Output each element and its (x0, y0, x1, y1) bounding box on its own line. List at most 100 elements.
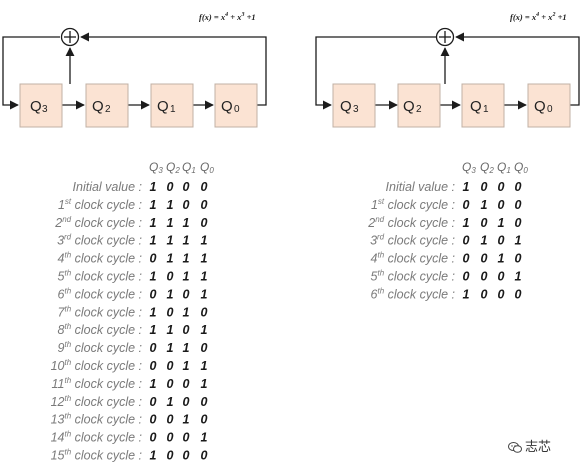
table-bit-cell: 0 (481, 252, 488, 266)
svg-text:Q: Q (534, 98, 546, 115)
table-bit-cell: 1 (150, 216, 157, 230)
table-bit-cell: 0 (150, 359, 157, 373)
table-row-label: 6th clock cycle : (371, 286, 455, 301)
table-row-label: 5th clock cycle : (371, 269, 455, 284)
table-bit-cell: 0 (167, 270, 174, 284)
table-bit-cell: 1 (201, 323, 208, 337)
left-register-q2: Q 2 (85, 83, 129, 128)
table-row-label: 3rd clock cycle : (370, 233, 455, 248)
table-bit-cell: 0 (150, 431, 157, 445)
table-row-label: Initial value : (386, 180, 455, 194)
table-row-label: 6th clock cycle : (58, 286, 142, 301)
table-bit-cell: 1 (150, 270, 157, 284)
table-bit-cell: 0 (183, 323, 190, 337)
left-tap-q0 (80, 32, 267, 106)
table-bit-cell: 1 (201, 234, 208, 248)
table-bit-cell: 0 (498, 180, 505, 194)
watermark: 志芯 (508, 436, 551, 455)
left-lfsr-diagram: f(x) = x4 + x3 +1 Q 3 Q 2 Q 1 (2, 12, 267, 128)
table-bit-cell: 1 (463, 287, 470, 301)
table-bit-cell: 1 (201, 431, 208, 445)
right-polynomial: f(x) = x4 + x2 +1 (510, 12, 567, 22)
table-bit-cell: 0 (515, 252, 522, 266)
table-bit-cell: 1 (481, 198, 488, 212)
table-row-label: 3rd clock cycle : (57, 233, 142, 248)
table-bit-cell: 0 (463, 270, 470, 284)
table-bit-cell: 1 (183, 252, 190, 266)
table-bit-cell: 1 (498, 252, 505, 266)
table-bit-cell: 0 (463, 234, 470, 248)
table-bit-cell: 0 (167, 449, 174, 463)
table-header-q0: Q0 (514, 160, 528, 175)
table-bit-cell: 0 (481, 180, 488, 194)
table-bit-cell: 0 (150, 287, 157, 301)
right-tap-q0 (455, 32, 580, 106)
table-row-label: 9th clock cycle : (58, 340, 142, 355)
table-bit-cell: 0 (201, 413, 208, 427)
wechat-icon (508, 442, 522, 453)
left-register-q0: Q 0 (214, 83, 258, 128)
table-bit-cell: 0 (498, 198, 505, 212)
svg-text:Q: Q (221, 98, 233, 115)
table-bit-cell: 0 (183, 377, 190, 391)
table-bit-cell: 1 (167, 287, 174, 301)
table-bit-cell: 0 (498, 287, 505, 301)
right-feedback-top (315, 36, 436, 110)
table-row-label: 2nd clock cycle : (367, 215, 455, 230)
table-bit-cell: 1 (150, 377, 157, 391)
table-bit-cell: 1 (183, 305, 190, 319)
svg-text:3: 3 (353, 104, 359, 115)
table-header-q1: Q1 (182, 160, 196, 175)
table-bit-cell: 1 (183, 413, 190, 427)
svg-text:Q: Q (470, 98, 482, 115)
svg-text:Q: Q (30, 98, 42, 115)
svg-text:2: 2 (105, 104, 111, 115)
table-bit-cell: 0 (201, 395, 208, 409)
table-bit-cell: 0 (201, 449, 208, 463)
table-bit-cell: 0 (515, 198, 522, 212)
table-bit-cell: 1 (201, 270, 208, 284)
table-bit-cell: 1 (150, 198, 157, 212)
watermark-text: 志芯 (525, 440, 552, 455)
table-bit-cell: 0 (481, 287, 488, 301)
table-bit-cell: 0 (150, 413, 157, 427)
table-bit-cell: 1 (463, 216, 470, 230)
table-row-label: 1st clock cycle : (58, 197, 142, 212)
table-bit-cell: 0 (201, 180, 208, 194)
left-register-q1: Q 1 (150, 83, 194, 128)
table-bit-cell: 0 (201, 305, 208, 319)
svg-text:2: 2 (416, 104, 422, 115)
table-bit-cell: 1 (201, 252, 208, 266)
table-header-q1: Q1 (497, 160, 511, 175)
right-xor-gate (435, 27, 455, 47)
table-bit-cell: 1 (481, 234, 488, 248)
table-bit-cell: 0 (498, 234, 505, 248)
table-bit-cell: 0 (167, 413, 174, 427)
right-register-q0: Q 0 (527, 83, 571, 128)
table-header-q2: Q2 (166, 160, 180, 175)
right-lfsr-diagram: f(x) = x4 + x2 +1 Q 3 Q 2 Q 1 (315, 12, 580, 128)
table-bit-cell: 0 (167, 305, 174, 319)
table-bit-cell: 0 (183, 287, 190, 301)
table-bit-cell: 0 (167, 180, 174, 194)
table-bit-cell: 0 (150, 395, 157, 409)
table-bit-cell: 0 (150, 341, 157, 355)
table-bit-cell: 1 (150, 234, 157, 248)
svg-text:0: 0 (234, 104, 240, 115)
table-bit-cell: 1 (183, 216, 190, 230)
table-bit-cell: 0 (481, 216, 488, 230)
table-bit-cell: 1 (167, 234, 174, 248)
table-bit-cell: 1 (183, 359, 190, 373)
table-bit-cell: 0 (183, 198, 190, 212)
table-row-label: 13th clock cycle : (51, 412, 142, 427)
table-bit-cell: 1 (150, 449, 157, 463)
table-bit-cell: 1 (150, 180, 157, 194)
table-bit-cell: 1 (498, 216, 505, 230)
table-row-label: 2nd clock cycle : (54, 215, 142, 230)
table-bit-cell: 1 (463, 180, 470, 194)
table-bit-cell: 0 (183, 180, 190, 194)
table-bit-cell: 0 (463, 252, 470, 266)
table-bit-cell: 1 (167, 198, 174, 212)
left-xor-gate (60, 27, 80, 47)
